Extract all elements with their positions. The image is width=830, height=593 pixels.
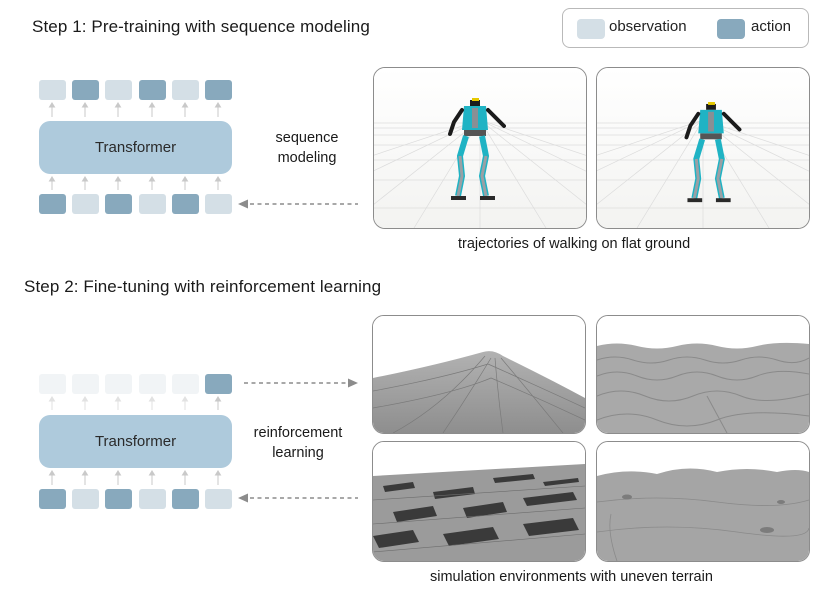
legend-action-swatch xyxy=(717,19,745,39)
token-observation xyxy=(139,194,166,214)
token-faded xyxy=(172,374,199,394)
step1-transformer-block: Transformer xyxy=(39,121,232,174)
step2-side-label-line2: learning xyxy=(272,445,324,461)
walking-trajectory-panel-1 xyxy=(373,67,587,229)
step2-caption: simulation environments with uneven terr… xyxy=(430,569,713,585)
token-action xyxy=(105,489,132,509)
step2-side-label-line1: reinforcement xyxy=(253,425,343,441)
legend: observation action xyxy=(562,8,809,48)
step2-output-arrow xyxy=(244,378,358,388)
token-observation xyxy=(205,489,232,509)
terrain-panel-rough xyxy=(596,441,810,562)
step1-side-label-line1: sequence xyxy=(275,130,339,146)
wavy-terrain xyxy=(597,316,809,433)
token-faded xyxy=(105,374,132,394)
token-observation xyxy=(172,80,199,100)
step2-title: Step 2: Fine-tuning with reinforcement l… xyxy=(24,277,382,296)
token-action xyxy=(205,80,232,100)
token-action xyxy=(39,489,66,509)
token-observation xyxy=(205,194,232,214)
token-observation xyxy=(72,489,99,509)
flat-ground-scene xyxy=(374,68,586,228)
step1-caption: trajectories of walking on flat ground xyxy=(458,236,691,252)
step2-input-arrow xyxy=(238,493,358,503)
step1-side-label: sequence modeling xyxy=(252,128,362,168)
hill-terrain xyxy=(373,316,585,433)
token-action xyxy=(39,194,66,214)
token-action xyxy=(172,194,199,214)
token-action xyxy=(72,80,99,100)
token-action xyxy=(205,374,232,394)
legend-observation-swatch xyxy=(577,19,605,39)
token-action xyxy=(139,80,166,100)
token-observation xyxy=(39,80,66,100)
step1-up-arrows xyxy=(48,102,222,190)
token-faded xyxy=(72,374,99,394)
step1-side-label-line2: modeling xyxy=(277,150,337,166)
step2-transformer-block: Transformer xyxy=(39,415,232,468)
token-faded xyxy=(39,374,66,394)
walking-trajectory-panel-2 xyxy=(596,67,810,229)
terrain-panel-blocks xyxy=(372,441,586,562)
token-observation xyxy=(105,80,132,100)
step2-side-label: reinforcement learning xyxy=(240,423,356,463)
blocky-terrain xyxy=(373,442,585,561)
token-action xyxy=(172,489,199,509)
step1-title: Step 1: Pre-training with sequence model… xyxy=(32,17,370,36)
terrain-panel-hill xyxy=(372,315,586,434)
legend-action-label: action xyxy=(751,18,792,35)
token-observation xyxy=(139,489,166,509)
terrain-panel-waves xyxy=(596,315,810,434)
rough-terrain xyxy=(597,442,809,561)
step1-input-arrow xyxy=(238,199,358,209)
step2-up-arrows xyxy=(48,396,222,485)
flat-ground-scene xyxy=(597,68,809,228)
token-observation xyxy=(72,194,99,214)
token-action xyxy=(105,194,132,214)
legend-observation-label: observation xyxy=(609,18,687,35)
token-faded xyxy=(139,374,166,394)
